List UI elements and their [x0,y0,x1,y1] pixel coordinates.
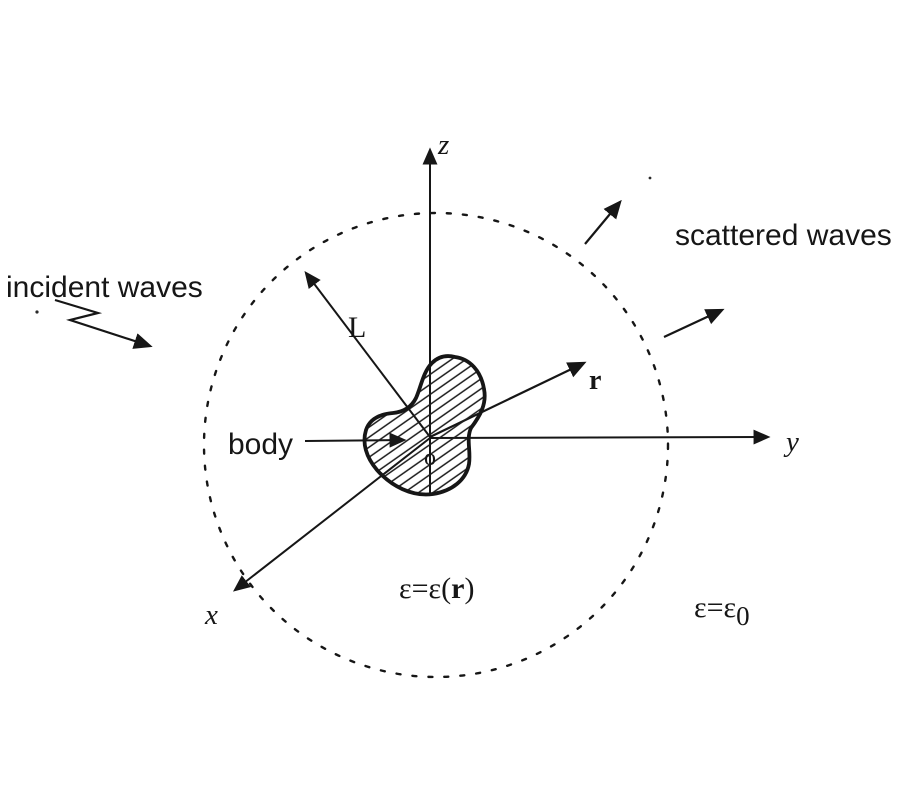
z-axis-label: z [437,129,449,161]
scattered-wave-arrow-right [663,308,725,338]
L-label: L [348,311,366,344]
origin-label: o [424,445,436,471]
x-axis-label: x [204,599,218,631]
boundary-dashed-circle [202,211,670,679]
scan-speck [648,176,652,180]
scan-speck [35,310,39,314]
scatterer-body-shape [362,354,487,497]
permittivity-outside-label: ε=ε0 [694,591,750,631]
incident-wave-zigzag-arrow [54,298,153,349]
r-vector-label: r [589,365,601,396]
permittivity-inside-label: ε=ε(r) [399,572,474,605]
body-pointer-arrow [304,432,407,448]
scattered-waves-label: scattered waves [675,219,892,252]
y-axis [429,429,771,445]
y-axis-label: y [783,426,799,458]
scattered-wave-arrow-top [584,199,622,245]
incident-waves-label: incident waves [6,271,203,304]
body-label: body [228,428,293,461]
